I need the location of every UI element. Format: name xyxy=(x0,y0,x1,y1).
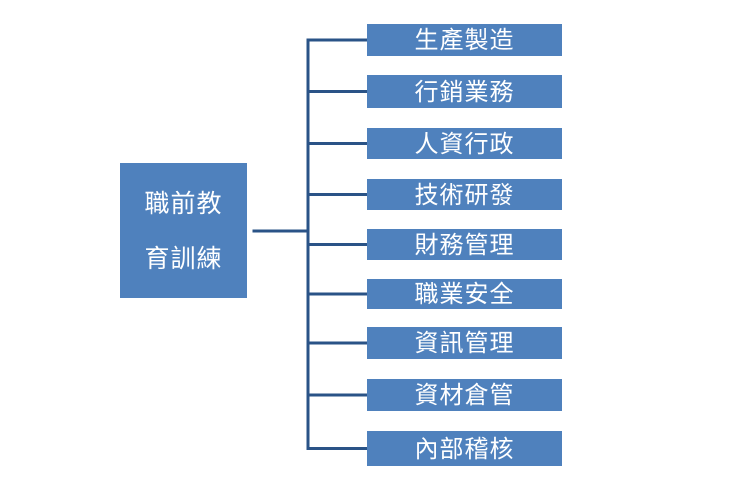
root-node: 職前教 育訓練 xyxy=(120,163,247,298)
child-node-4: 技術研發 xyxy=(367,179,562,210)
child-node-3: 人資行政 xyxy=(367,128,562,159)
child-node-8: 資材倉管 xyxy=(367,379,562,411)
child-node-9: 內部稽核 xyxy=(367,431,562,466)
root-label-line-2: 育訓練 xyxy=(144,243,223,273)
child-node-7: 資訊管理 xyxy=(367,327,562,359)
child-node-1: 生產製造 xyxy=(367,24,562,56)
child-node-2: 行銷業務 xyxy=(367,75,562,108)
child-node-5: 財務管理 xyxy=(367,229,562,260)
child-node-6: 職業安全 xyxy=(367,279,562,309)
root-label-line-1: 職前教 xyxy=(144,188,223,218)
